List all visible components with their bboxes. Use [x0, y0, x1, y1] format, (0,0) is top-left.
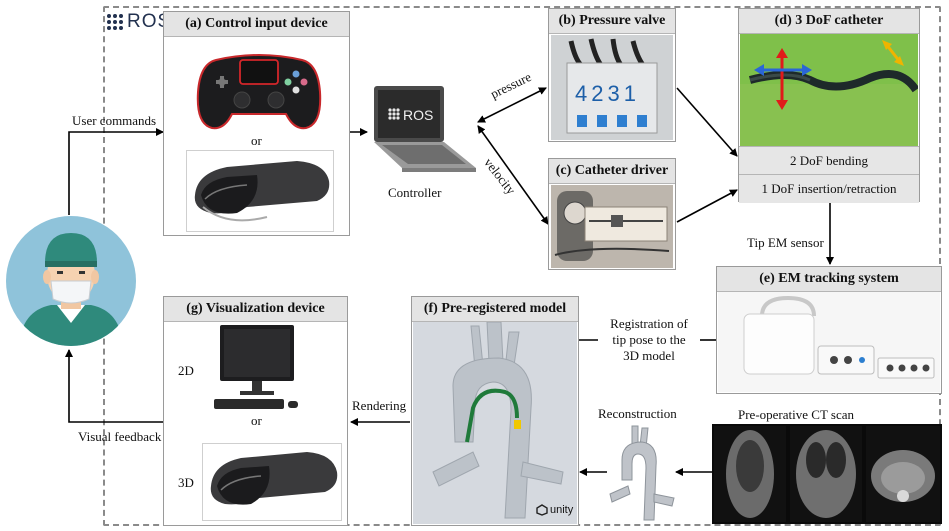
ct-scan-icon — [712, 424, 942, 524]
arrow-velocity — [477, 125, 549, 225]
unity-badge: unity — [536, 504, 573, 516]
registration-line-3: 3D model — [623, 348, 675, 363]
gamepad-icon — [196, 54, 322, 130]
panel-a-title: (a) Control input device — [164, 12, 349, 37]
panel-d-title: (d) 3 DoF catheter — [739, 9, 919, 34]
em-tracking-image — [718, 292, 940, 392]
ros-dots-icon — [107, 14, 123, 30]
reconstruction-icon — [609, 425, 675, 521]
or-label-g: or — [251, 413, 262, 428]
visual-feedback-label: Visual feedback — [78, 429, 162, 444]
controller-label: Controller — [388, 185, 442, 200]
registration-line-2: tip pose to the — [612, 332, 686, 347]
preop-ct-label: Pre-operative CT scan — [738, 407, 854, 422]
panel-c-title: (c) Catheter driver — [549, 159, 675, 184]
catheter-driver-image — [551, 185, 673, 268]
catheter-photo-icon — [740, 34, 920, 146]
hololens-image-a — [186, 150, 334, 232]
catheter-row-bending: 2 DoF bending — [739, 146, 919, 175]
label-3d: 3D — [178, 475, 194, 490]
unity-label: unity — [550, 504, 574, 516]
surgeon-avatar — [5, 215, 137, 347]
panel-g-title: (g) Visualization device — [164, 297, 347, 322]
valve-icon: 4231 — [551, 35, 673, 140]
controller-laptop: ROS — [366, 84, 478, 180]
hololens-icon — [194, 161, 330, 222]
panel-b-title: (b) Pressure valve — [549, 9, 675, 34]
registration-line-1: Registration of — [610, 316, 688, 331]
ros-logo: ROS — [107, 11, 171, 33]
ct-scan-image — [712, 424, 942, 524]
model-image — [413, 321, 577, 524]
user-commands-label: User commands — [72, 113, 157, 128]
surgeon-icon — [6, 216, 136, 346]
panel-catheter-driver: (c) Catheter driver — [548, 158, 676, 270]
laptop-icon: ROS — [374, 86, 476, 172]
panel-e-title: (e) EM tracking system — [717, 267, 941, 292]
registration-label: Registration of tip pose to the 3D model — [598, 316, 700, 364]
arrow-valve-to-catheter — [676, 87, 738, 157]
hololens-image-g — [202, 443, 342, 521]
tip-em-sensor-label: Tip EM sensor — [747, 235, 824, 250]
label-2d: 2D — [178, 363, 194, 378]
panel-f-title: (f) Pre-registered model — [412, 297, 578, 322]
hololens-icon-g — [210, 452, 338, 505]
rendering-label: Rendering — [352, 398, 407, 413]
em-tracker-icon — [718, 292, 940, 392]
aorta-model-icon — [413, 321, 577, 524]
unity-icon — [536, 504, 548, 516]
reconstruction-label: Reconstruction — [598, 406, 677, 421]
gamepad-image — [194, 42, 324, 134]
panel-3dof-catheter: (d) 3 DoF catheter 2 DoF bending 1 DoF i… — [738, 8, 920, 203]
driver-icon — [551, 185, 673, 268]
monitor-icon — [214, 325, 298, 409]
panel-pressure-valve: (b) Pressure valve 4231 — [548, 8, 676, 142]
or-label-a: or — [251, 133, 262, 148]
monitor-image — [210, 323, 302, 415]
panel-pre-registered-model: (f) Pre-registered model unity — [411, 296, 579, 526]
ros-logo-text: ROS — [127, 11, 172, 32]
catheter-image — [740, 34, 920, 146]
laptop-screen-text: ROS — [403, 107, 433, 123]
arrow-driver-to-catheter — [676, 189, 738, 223]
reconstruction-image — [604, 424, 676, 524]
panel-visualization-device: (g) Visualization device 2D or 3D — [163, 296, 348, 526]
pressure-valve-image: 4231 — [551, 35, 673, 140]
arrow-visual-feedback — [65, 349, 163, 423]
arrow-user-commands — [68, 128, 164, 215]
panel-control-input-device: (a) Control input device or — [163, 11, 350, 236]
arrow-pressure — [477, 87, 547, 123]
catheter-row-insertion: 1 DoF insertion/retraction — [739, 174, 919, 203]
valve-digits: 4231 — [575, 81, 640, 106]
panel-em-tracking-system: (e) EM tracking system — [716, 266, 942, 394]
